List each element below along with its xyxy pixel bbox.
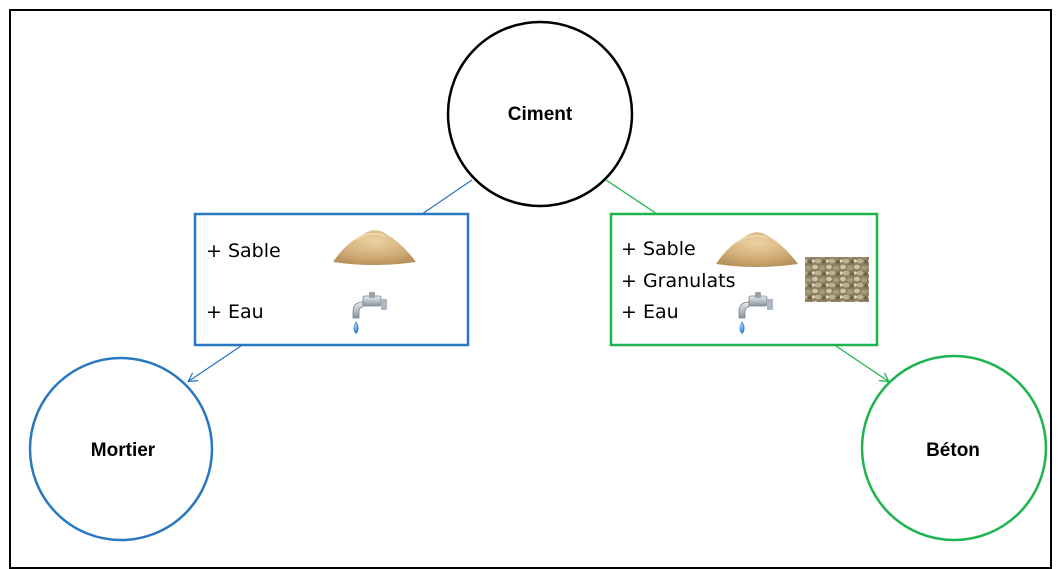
beton-item-sable: + Sable [621, 238, 696, 260]
node-ciment: Ciment [446, 20, 634, 208]
mortier-ingredients-box: + Sable + Eau [193, 212, 470, 347]
gravel-icon [805, 257, 869, 302]
mortier-item-eau: + Eau [206, 301, 264, 323]
water-tap-icon [738, 292, 773, 334]
sand-pile-icon [716, 232, 798, 267]
connector-ciment-to-mortier-box [421, 179, 473, 215]
connector-ciment-to-beton-box [605, 179, 658, 215]
water-tap-icon [352, 292, 387, 334]
diagram-canvas: Ciment Mortier Béton + Sable + Eau + Sab [28, 20, 1048, 542]
arrow-to-beton [835, 345, 888, 381]
beton-ingredients-box: + Sable + Granulats + Eau [609, 212, 879, 347]
node-beton-label: Béton [926, 440, 980, 461]
node-beton: Béton [860, 354, 1048, 542]
beton-item-granulats: + Granulats [621, 270, 736, 292]
node-mortier-label: Mortier [91, 440, 156, 461]
node-ciment-label: Ciment [508, 104, 573, 125]
mortier-item-sable: + Sable [206, 240, 281, 262]
node-mortier: Mortier [28, 356, 214, 542]
sand-pile-icon [333, 230, 416, 265]
beton-item-eau: + Eau [621, 301, 679, 323]
arrow-to-mortier [189, 345, 242, 381]
